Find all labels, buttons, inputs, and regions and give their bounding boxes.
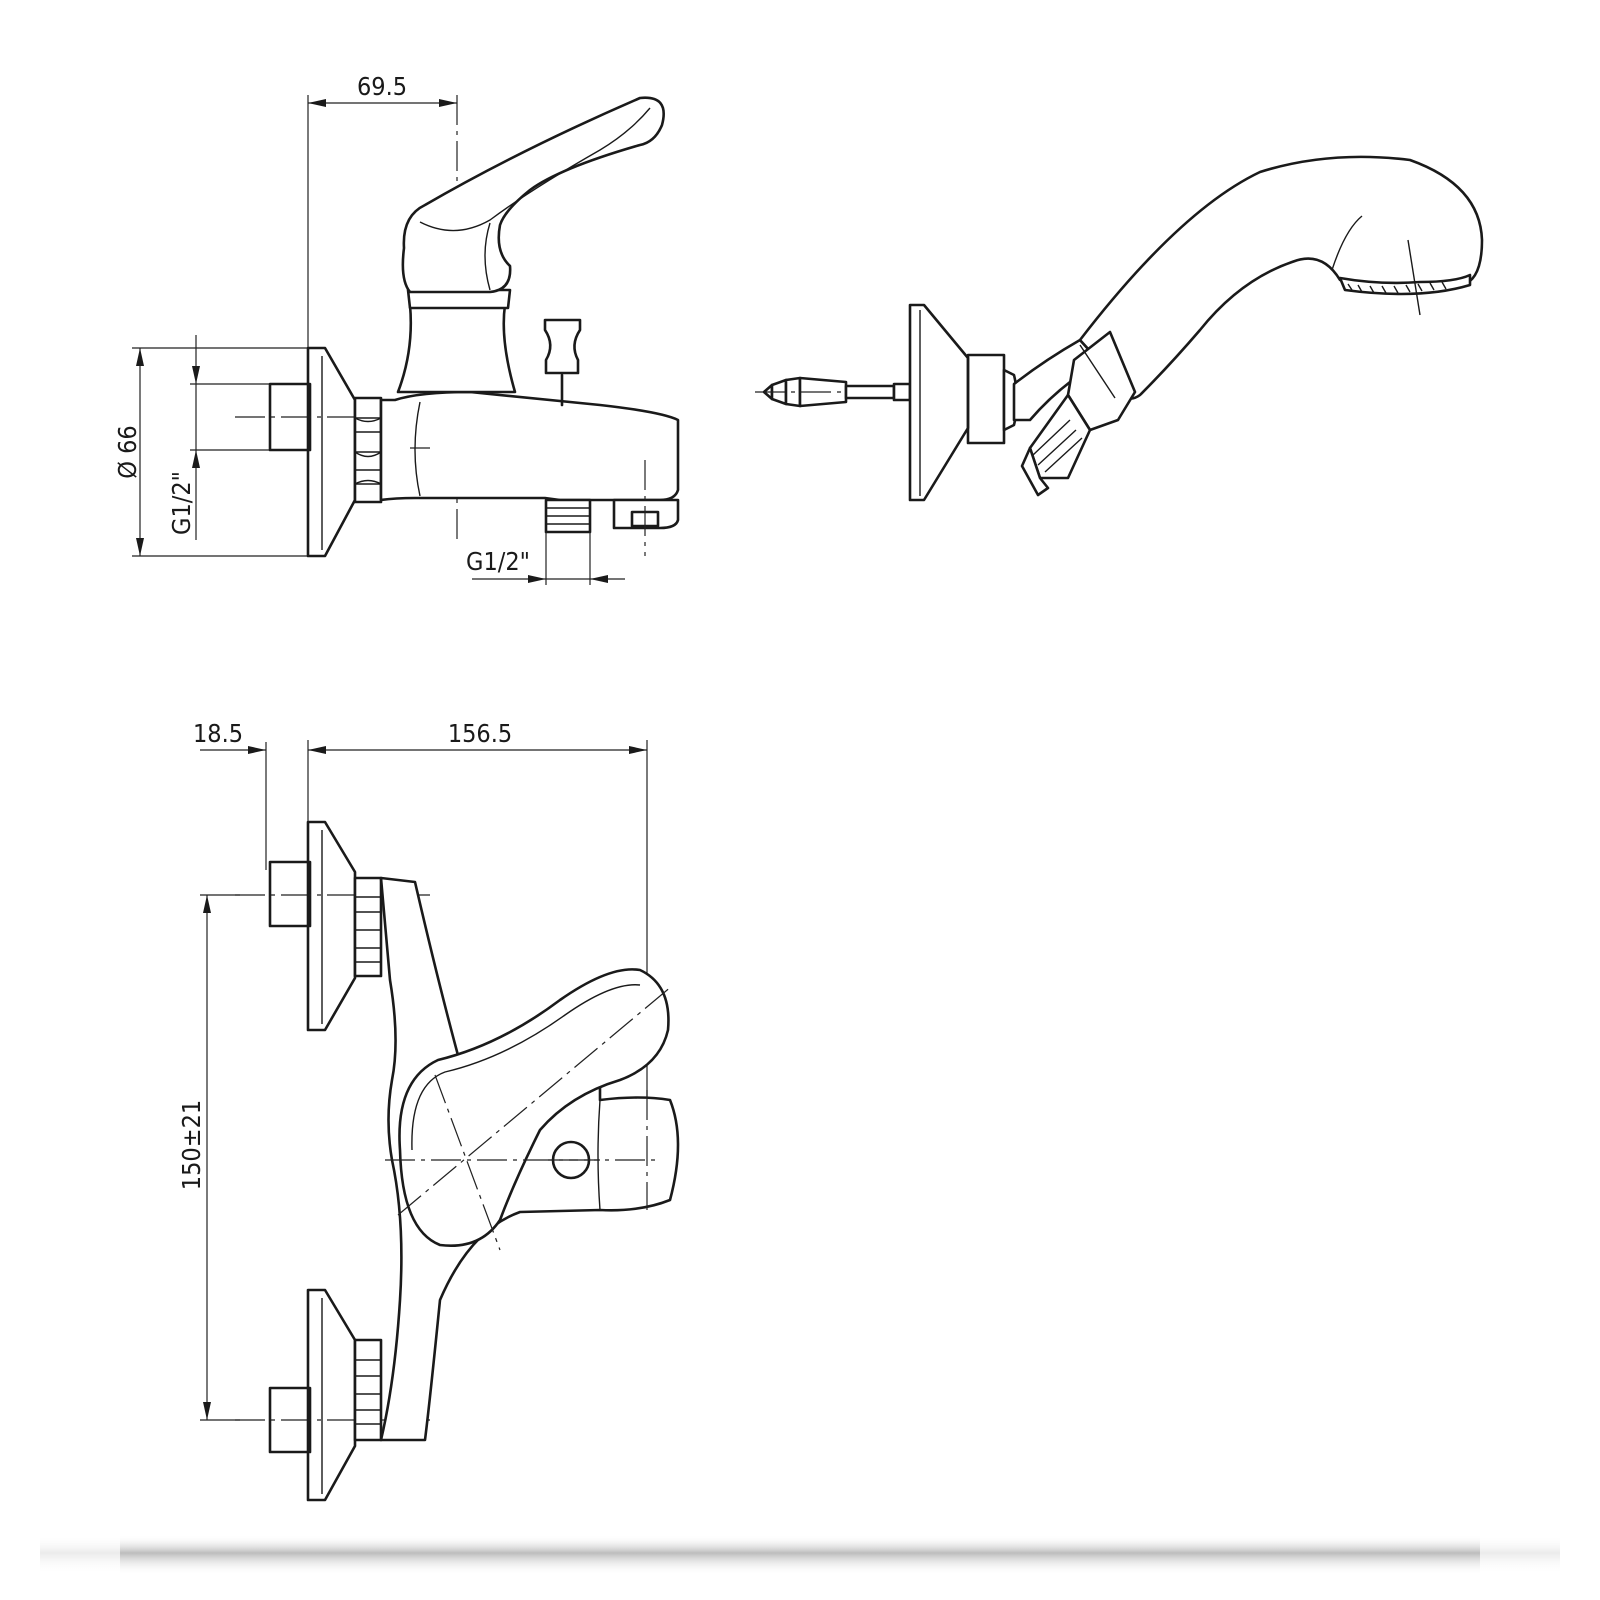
dim-label-g12-inlet: G1/2" [167,471,196,535]
dimension-outlet-thread: G1/2" [466,532,625,585]
dim-label-18-5: 18.5 [193,719,243,748]
dimension-inlet-spacing: 150±21 [177,894,240,1421]
hand-shower-assembly [755,155,1484,502]
dim-label-150-21: 150±21 [177,1100,206,1190]
dimension-diameter: Ø 66 [113,347,312,557]
ground-shadow [0,1530,1600,1580]
dim-label-156-5: 156.5 [448,719,512,748]
diverter-knob [543,318,582,407]
dimension-top-view-widths: 18.5 156.5 [193,719,648,1175]
wall-plug [755,376,915,408]
dim-label-diameter-66: Ø 66 [113,425,142,478]
hose-connector [1020,393,1092,497]
dimension-inlet-thread: G1/2" [167,335,270,540]
dim-label-69-5: 69.5 [357,72,407,101]
top-view: 18.5 156.5 150±21 [177,719,680,1502]
side-view: 69.5 Ø 66 G1/2" [113,72,680,585]
dim-label-g12-outlet: G1/2" [466,547,530,576]
